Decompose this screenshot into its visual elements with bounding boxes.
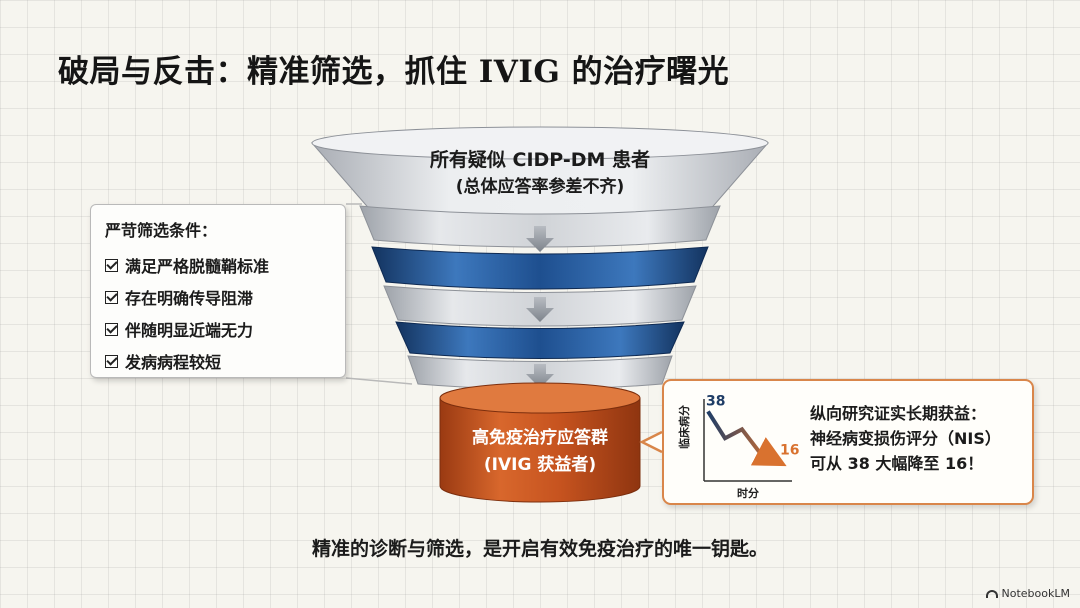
chart-y-label: 临床病分 [677, 405, 691, 449]
chart-data-label-end: 16 [780, 443, 799, 459]
benefit-callout: 临床病分 时分 38 16 纵向研究证实长期获益： 神经病变损伤评分（NIS） 可… [662, 379, 1034, 505]
criteria-connector [345, 377, 413, 385]
criteria-item-label: 发病病程较短 [125, 353, 222, 372]
chart-data-label-start: 38 [706, 393, 725, 409]
criteria-item-label: 满足严格脱髓鞘标准 [125, 257, 270, 276]
nis-trend-line [706, 410, 787, 467]
benefit-line: 神经病变损伤评分（NIS） [810, 429, 1001, 448]
criteria-item: 伴随明显近端无力 [105, 313, 331, 345]
result-cylinder-body [439, 397, 641, 503]
criteria-box: 严苛筛选条件： 满足严格脱髓鞘标准 存在明确传导阻滞 伴随明显近端无力 发病病程… [90, 204, 346, 378]
result-label: 高免疫治疗应答群 [472, 427, 608, 448]
benefit-line: 纵向研究证实长期获益： [810, 404, 987, 423]
down-arrow-icon [526, 364, 554, 388]
funnel-top-label: 所有疑似 CIDP-DM 患者 [430, 148, 650, 171]
checkbox-checked-icon [105, 290, 118, 304]
page-title: 破局与反击：精准筛选，抓住 IVIG 的治疗曙光 [58, 54, 730, 90]
down-arrow-icon [526, 226, 554, 252]
funnel-layer-blue-2 [395, 321, 685, 359]
chart-x-label: 时分 [737, 486, 759, 500]
benefit-line: 可从 38 大幅降至 16！ [810, 454, 984, 473]
funnel-top-rim [311, 126, 769, 160]
criteria-item: 发病病程较短 [105, 345, 331, 377]
down-arrow-icon [526, 297, 554, 322]
funnel-top-sublabel: (总体应答率参差不齐) [456, 176, 625, 197]
bottom-caption: 精准的诊断与筛选，是开启有效免疫治疗的唯一钥匙。 [311, 538, 768, 560]
brand-watermark: NotebookLM [985, 587, 1070, 600]
brand-label: NotebookLM [1001, 587, 1070, 600]
criteria-item-label: 伴随明显近端无力 [125, 321, 254, 340]
result-cylinder-top [439, 382, 641, 414]
funnel-layer-blue-1 [371, 246, 709, 290]
checkbox-checked-icon [105, 322, 118, 336]
result-sublabel: (IVIG 获益者) [484, 454, 596, 475]
checkbox-checked-icon [105, 258, 118, 272]
criteria-item: 存在明确传导阻滞 [105, 281, 331, 313]
criteria-item-label: 存在明确传导阻滞 [125, 289, 254, 308]
benefit-text: 纵向研究证实长期获益： 神经病变损伤评分（NIS） 可从 38 大幅降至 16！ [810, 401, 1001, 476]
criteria-heading: 严苛筛选条件： [105, 221, 218, 240]
notebooklm-logo-icon [985, 589, 998, 598]
checkbox-checked-icon [105, 354, 118, 368]
nis-trend-chart: 临床病分 时分 38 16 [677, 393, 799, 500]
criteria-item: 满足严格脱髓鞘标准 [105, 249, 331, 281]
